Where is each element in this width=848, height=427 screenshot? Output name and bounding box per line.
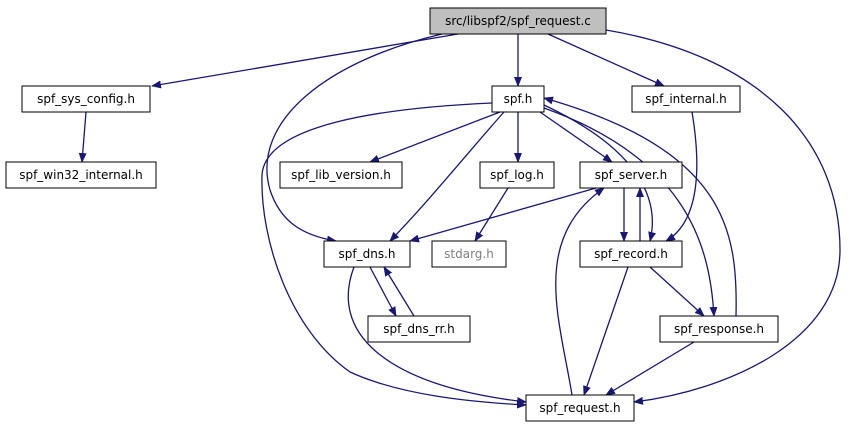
- node-box-spf-request-c: [429, 7, 607, 35]
- edge-spf-request-c-to-spf-dns-h: [266, 33, 443, 244]
- edge-spf-log-h-to-stdarg-h: [474, 187, 509, 242]
- edge-spf-server-h-to-spf-dns-h: [409, 187, 597, 243]
- node-label-spf-win32-internal-h: spf_win32_internal.h: [19, 168, 143, 182]
- node-box-spf-lib-version-h: [279, 161, 403, 189]
- node-label-spf-request-c: src/libspf2/spf_request.c: [445, 14, 591, 28]
- nodes-layer: src/libspf2/spf_request.c spf_sys_config.…: [5, 7, 779, 422]
- edge-spf-h-to-spf-request-h: [261, 102, 527, 409]
- node-label-spf-lib-version-h: spf_lib_version.h: [291, 168, 391, 182]
- edge-spf-dns-rr-h-to-spf-dns-h: [383, 266, 415, 317]
- edge-spf-h-to-spf-dns-h: [389, 111, 505, 242]
- node-label-spf-dns-rr-h: spf_dns_rr.h: [383, 322, 455, 336]
- node-spf-dns-rr-h[interactable]: spf_dns_rr.h: [367, 315, 471, 343]
- node-spf-h[interactable]: spf.h: [491, 85, 545, 113]
- edge-spf-record-h-to-spf-response-h: [649, 266, 705, 317]
- node-label-spf-response-h: spf_response.h: [674, 322, 764, 336]
- node-spf-server-h[interactable]: spf_server.h: [579, 161, 683, 189]
- edge-spf-internal-h-to-spf-record-h: [665, 111, 698, 242]
- edge-spf-h-to-spf-lib-version-h: [369, 111, 501, 163]
- node-label-spf-server-h: spf_server.h: [595, 168, 667, 182]
- node-spf-dns-h[interactable]: spf_dns.h: [323, 240, 411, 268]
- node-spf-sys-config-h[interactable]: spf_sys_config.h: [21, 85, 151, 113]
- node-box-spf-dns-rr-h: [367, 315, 471, 343]
- node-label-spf-request-h: spf_request.h: [539, 401, 620, 415]
- node-box-spf-response-h: [659, 315, 779, 343]
- node-label-stdarg-h: stdarg.h: [444, 247, 494, 261]
- node-box-spf-log-h: [479, 161, 555, 189]
- edge-spf-response-h-to-spf-h: [543, 96, 737, 317]
- node-label-spf-log-h: spf_log.h: [490, 168, 544, 182]
- node-box-spf-request-h: [525, 394, 635, 422]
- edge-spf-h-to-spf-response-h: [543, 107, 718, 317]
- edge-spf-dns-h-to-spf-dns-rr-h: [369, 266, 397, 317]
- edge-spf-request-c-to-spf-internal-h: [547, 33, 665, 87]
- node-spf-request-h[interactable]: spf_request.h: [525, 394, 635, 422]
- edges-layer: [78, 29, 841, 409]
- node-box-spf-record-h: [579, 240, 683, 268]
- node-spf-internal-h[interactable]: spf_internal.h: [631, 85, 741, 113]
- node-label-spf-internal-h: spf_internal.h: [645, 92, 727, 106]
- node-spf-record-h[interactable]: spf_record.h: [579, 240, 683, 268]
- node-box-spf-dns-h: [323, 240, 411, 268]
- edge-spf-response-h-to-spf-request-h: [605, 341, 695, 396]
- edge-spf-request-c-to-spf-sys-config-h: [151, 33, 459, 89]
- edge-spf-record-h-to-spf-request-h: [583, 266, 629, 396]
- node-box-spf-sys-config-h: [21, 85, 151, 113]
- node-box-stdarg-h: [431, 240, 507, 268]
- node-box-spf-h: [491, 85, 545, 113]
- node-stdarg-h[interactable]: stdarg.h: [431, 240, 507, 268]
- edge-spf-h-to-spf-server-h: [539, 111, 613, 163]
- node-spf-response-h[interactable]: spf_response.h: [659, 315, 779, 343]
- node-spf-log-h[interactable]: spf_log.h: [479, 161, 555, 189]
- node-box-spf-internal-h: [631, 85, 741, 113]
- node-spf-request-c[interactable]: src/libspf2/spf_request.c: [429, 7, 607, 35]
- edge-spf-sys-config-h-to-spf-win32-internal-h: [78, 111, 87, 163]
- node-box-spf-server-h: [579, 161, 683, 189]
- node-label-spf-sys-config-h: spf_sys_config.h: [37, 92, 135, 106]
- node-spf-win32-internal-h[interactable]: spf_win32_internal.h: [5, 161, 157, 189]
- node-label-spf-h: spf.h: [504, 92, 533, 106]
- edge-spf-request-h-to-spf-server-h: [555, 187, 605, 396]
- node-box-spf-win32-internal-h: [5, 161, 157, 189]
- node-spf-lib-version-h[interactable]: spf_lib_version.h: [279, 161, 403, 189]
- node-label-spf-record-h: spf_record.h: [594, 247, 668, 261]
- edge-spf-request-c-to-spf-request-h: [605, 29, 841, 405]
- edge-spf-dns-h-to-spf-request-h: [347, 266, 527, 405]
- node-label-spf-dns-h: spf_dns.h: [339, 247, 396, 261]
